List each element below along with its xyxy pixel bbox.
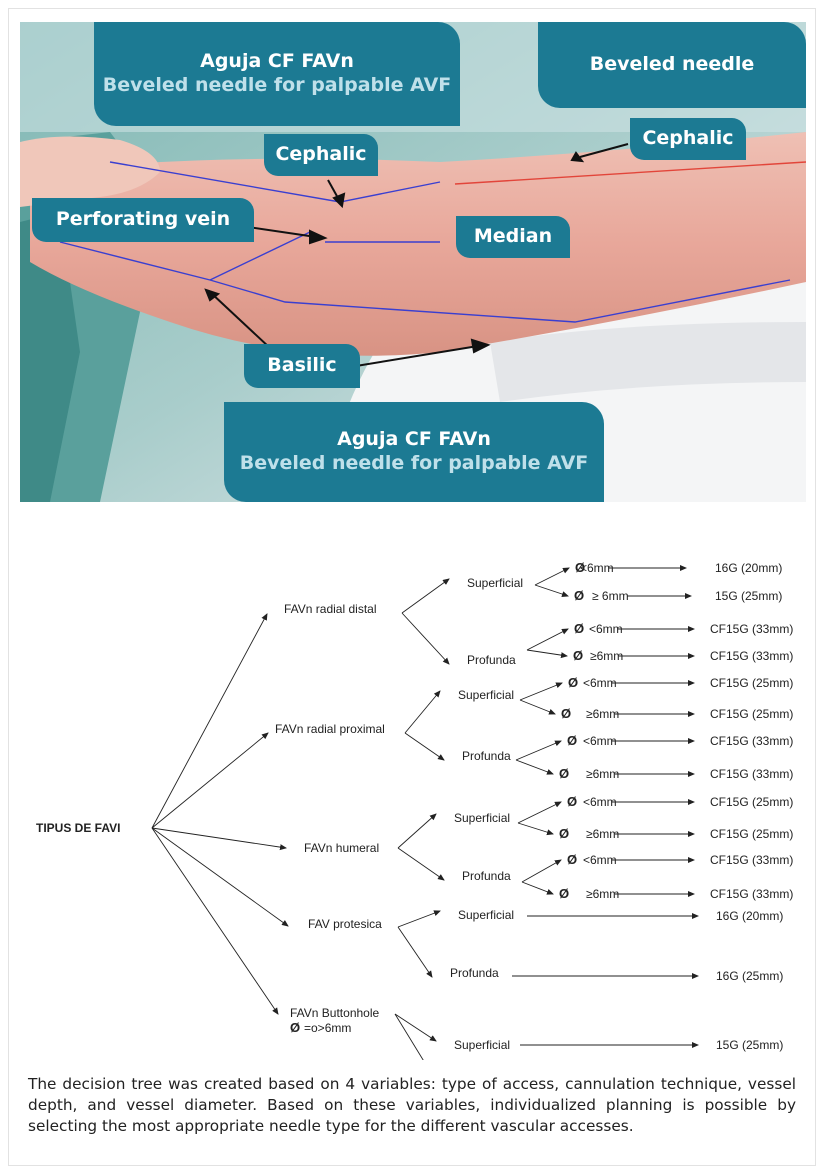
diameter-symbol-icon: Ø	[573, 648, 583, 663]
tree-needle-label: CF15G (33mm)	[710, 622, 793, 636]
tree-edge-diameter	[520, 683, 562, 700]
tree-diameter-label: ≥6mm	[586, 767, 619, 781]
tree-edge-root-3	[152, 828, 288, 926]
tree-edge-diameter	[518, 802, 561, 823]
tree-edge-depth	[405, 691, 440, 733]
tree-edge-depth	[398, 848, 444, 880]
diameter-symbol-icon: Ø	[574, 621, 584, 636]
tree-edge-diameter	[522, 882, 553, 894]
tree-needle-label: CF15G (33mm)	[710, 853, 793, 867]
median-label: Median	[456, 216, 570, 258]
tree-edge-depth	[405, 733, 444, 760]
tree-depth-label: Profunda	[450, 966, 499, 980]
needle-label-top: Aguja CF FAVn Beveled needle for palpabl…	[94, 22, 460, 126]
tree-edge-root-4	[152, 828, 278, 1014]
tree-needle-label: CF15G (33mm)	[710, 887, 793, 901]
tree-edge-diameter	[535, 568, 569, 585]
needle-label-bottom: Aguja CF FAVn Beveled needle for palpabl…	[224, 402, 604, 502]
tree-root-label: TIPUS DE FAVI	[36, 821, 120, 835]
needle-label-bottom-title: Aguja CF FAVn	[337, 428, 491, 452]
tree-access-type-label: FAVn humeral	[304, 841, 379, 855]
tree-edge-diameter	[527, 650, 567, 656]
diameter-symbol-icon: Ø	[559, 826, 569, 841]
tree-edge-diameter	[516, 741, 561, 760]
tree-diameter-label: <6mm	[589, 622, 623, 636]
tree-access-sublabel: =o>6mm	[304, 1021, 351, 1035]
tree-depth-label: Profunda	[462, 869, 511, 883]
tree-needle-label: CF15G (25mm)	[710, 795, 793, 809]
tree-needle-label: 16G (20mm)	[716, 909, 783, 923]
tree-edge-root-1	[152, 733, 268, 828]
needle-label-bottom-subtitle: Beveled needle for palpable AVF	[240, 452, 589, 476]
needle-label-top-subtitle: Beveled needle for palpable AVF	[103, 74, 452, 98]
tree-diameter-label: ≥6mm	[586, 827, 619, 841]
diameter-symbol-icon: Ø	[574, 588, 584, 603]
diameter-symbol-icon: Ø	[561, 706, 571, 721]
tree-edge-diameter	[518, 823, 553, 834]
diameter-symbol-icon: Ø	[567, 733, 577, 748]
tree-edge-diameter	[516, 760, 553, 774]
tree-diameter-label: ≥6mm	[590, 649, 623, 663]
tree-needle-label: CF15G (25mm)	[710, 827, 793, 841]
tree-edge-diameter	[522, 860, 561, 882]
tree-edge-depth	[398, 911, 440, 927]
tree-needle-label: CF15G (33mm)	[710, 767, 793, 781]
tree-edge-depth	[402, 579, 449, 613]
tree-depth-label: Superficial	[454, 811, 510, 825]
tree-needle-label: CF15G (25mm)	[710, 676, 793, 690]
tree-access-type-label: FAVn Buttonhole	[290, 1006, 380, 1020]
needle-label-right-title: Beveled needle	[590, 53, 755, 77]
diameter-symbol-icon: Ø	[568, 675, 578, 690]
tree-diameter-label: <6mm	[583, 795, 617, 809]
diameter-symbol-icon: Ø	[290, 1020, 300, 1035]
tree-needle-label: 15G (25mm)	[716, 1038, 783, 1052]
tree-edge-root-2	[152, 828, 286, 848]
basilic-label: Basilic	[244, 344, 360, 388]
tree-edge-depth	[398, 814, 436, 848]
tree-edge-diameter	[527, 629, 568, 650]
diameter-symbol-icon: Ø	[559, 766, 569, 781]
tree-access-type-label: FAV protesica	[308, 917, 382, 931]
tree-needle-label: 16G (25mm)	[716, 969, 783, 983]
tree-depth-label: Superficial	[454, 1038, 510, 1052]
tree-access-type-label: FAVn radial distal	[284, 602, 377, 616]
tree-needle-label: CF15G (33mm)	[710, 649, 793, 663]
tree-depth-label: Superficial	[467, 576, 523, 590]
tree-depth-label: Superficial	[458, 908, 514, 922]
diameter-symbol-icon: Ø	[559, 886, 569, 901]
cephalic-label-left: Cephalic	[264, 134, 378, 176]
perforating-vein-label: Perforating vein	[32, 198, 254, 242]
tree-diameter-label: <6mm	[583, 676, 617, 690]
needle-label-top-title: Aguja CF FAVn	[200, 50, 354, 74]
tree-access-type-label: FAVn radial proximal	[275, 722, 385, 736]
tree-edge-depth	[402, 613, 449, 664]
tree-diameter-label: ≥ 6mm	[592, 589, 629, 603]
tree-depth-label: Profunda	[462, 749, 511, 763]
tree-depth-label: Superficial	[458, 688, 514, 702]
tree-needle-label: CF15G (25mm)	[710, 707, 793, 721]
tree-edge-diameter	[535, 585, 568, 596]
tree-edge-root-0	[152, 614, 267, 828]
tree-edge-depth	[398, 927, 432, 977]
tree-diameter-label: ≥6mm	[586, 707, 619, 721]
tree-diameter-label: <6mm	[583, 853, 617, 867]
figure-caption: The decision tree was created based on 4…	[28, 1074, 796, 1137]
tree-diameter-label: <6mm	[583, 734, 617, 748]
tree-needle-label: CF15G (33mm)	[710, 734, 793, 748]
cephalic-label-right: Cephalic	[630, 118, 746, 160]
diameter-symbol-icon: Ø	[567, 852, 577, 867]
tree-needle-label: 16G (20mm)	[715, 561, 782, 575]
tree-diameter-label: ≥6mm	[586, 887, 619, 901]
tree-edge-depth	[395, 1014, 436, 1041]
diameter-symbol-icon: Ø	[567, 794, 577, 809]
needle-label-right: Beveled needle	[538, 22, 806, 108]
tree-diameter-label: <6mm	[580, 561, 614, 575]
forearm-photo: Aguja CF FAVn Beveled needle for palpabl…	[20, 22, 806, 502]
tree-needle-label: 15G (25mm)	[715, 589, 782, 603]
tree-edge-diameter	[520, 700, 555, 714]
tree-depth-label: Profunda	[467, 653, 516, 667]
